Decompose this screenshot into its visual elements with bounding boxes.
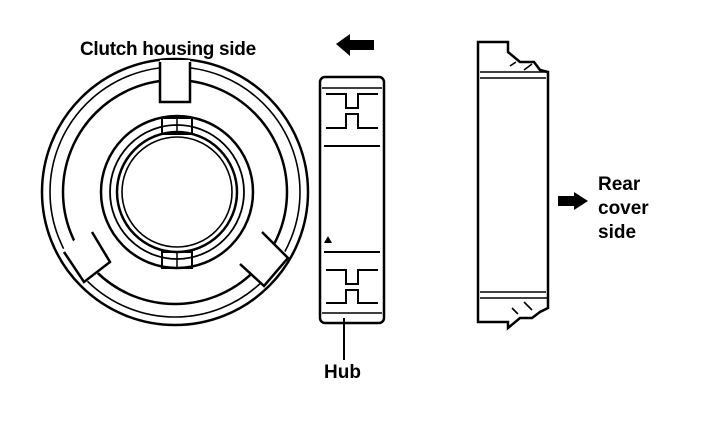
rear-cover-side-line-1: Rear (598, 174, 641, 195)
housing-side-view (476, 40, 550, 331)
arrow-left-icon (336, 34, 374, 56)
hub-inner-ring (99, 114, 255, 270)
arrow-right-icon (558, 192, 588, 210)
ring-notches (62, 62, 290, 288)
clutch-housing-side-label: Clutch housing side (80, 39, 256, 60)
hub-front-view (40, 57, 310, 327)
hub-side-view (318, 75, 386, 360)
index-mark (324, 236, 332, 243)
rear-cover-side-label: Rear cover side (598, 173, 649, 245)
hub-label: Hub (324, 362, 361, 383)
rear-cover-side-line-3: side (598, 222, 637, 243)
rear-cover-side-line-2: cover (598, 198, 649, 219)
